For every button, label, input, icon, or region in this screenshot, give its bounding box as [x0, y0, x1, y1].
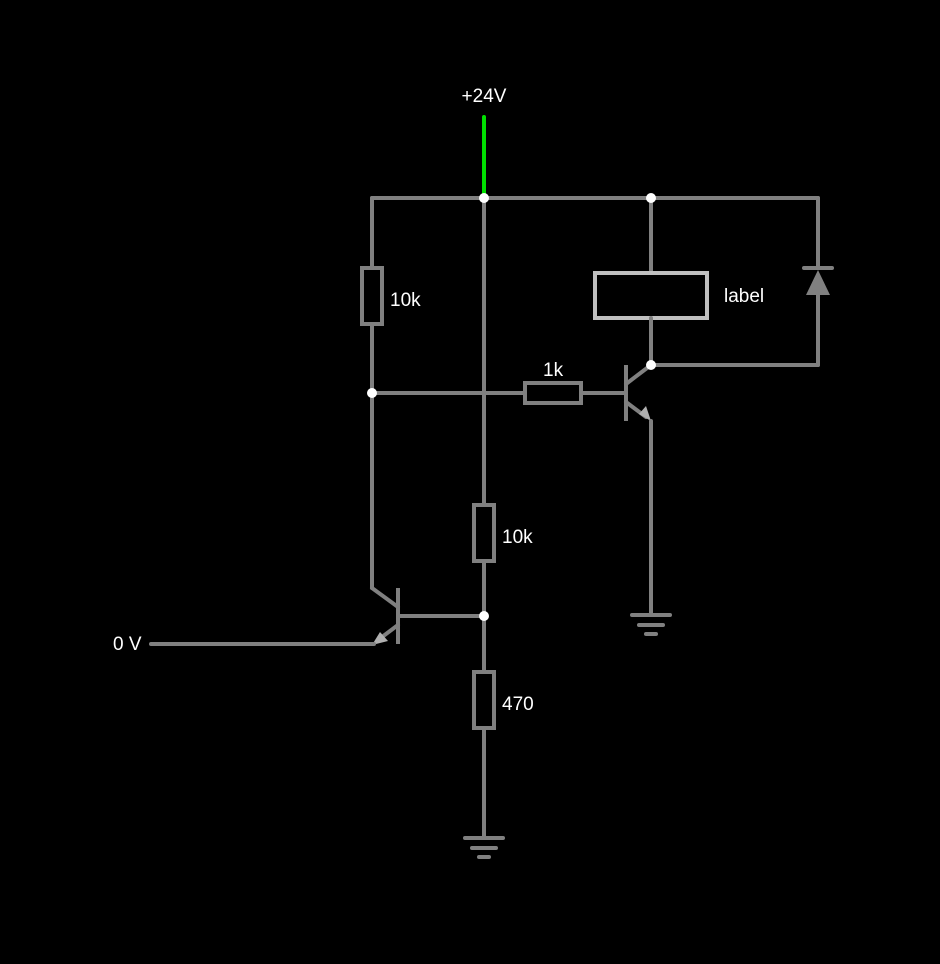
- junction-node: [479, 611, 489, 621]
- npn-transistor-icon[interactable]: [370, 586, 486, 645]
- r2-value-label: 1k: [543, 360, 564, 381]
- npn-transistor-icon[interactable]: [624, 363, 653, 617]
- junction-node: [367, 388, 377, 398]
- ground-icon: [630, 613, 672, 636]
- relay-coil-icon[interactable]: [593, 271, 709, 320]
- supply-label: +24V: [462, 86, 507, 107]
- junction-node: [646, 193, 656, 203]
- resistor-r1[interactable]: [360, 196, 384, 590]
- r4-value-label: 470: [502, 694, 534, 715]
- resistor-r2[interactable]: [370, 381, 628, 405]
- junction-node: [646, 360, 656, 370]
- resistor-r3[interactable]: [472, 196, 496, 674]
- relay-label: label: [724, 286, 764, 307]
- r1-value-label: 10k: [390, 290, 421, 311]
- ground-icon: [463, 836, 505, 859]
- resistor-r4[interactable]: [472, 670, 496, 840]
- junction-node: [479, 193, 489, 203]
- r3-value-label: 10k: [502, 527, 533, 548]
- diode-icon[interactable]: [649, 196, 834, 367]
- input-label: 0 V: [113, 634, 142, 655]
